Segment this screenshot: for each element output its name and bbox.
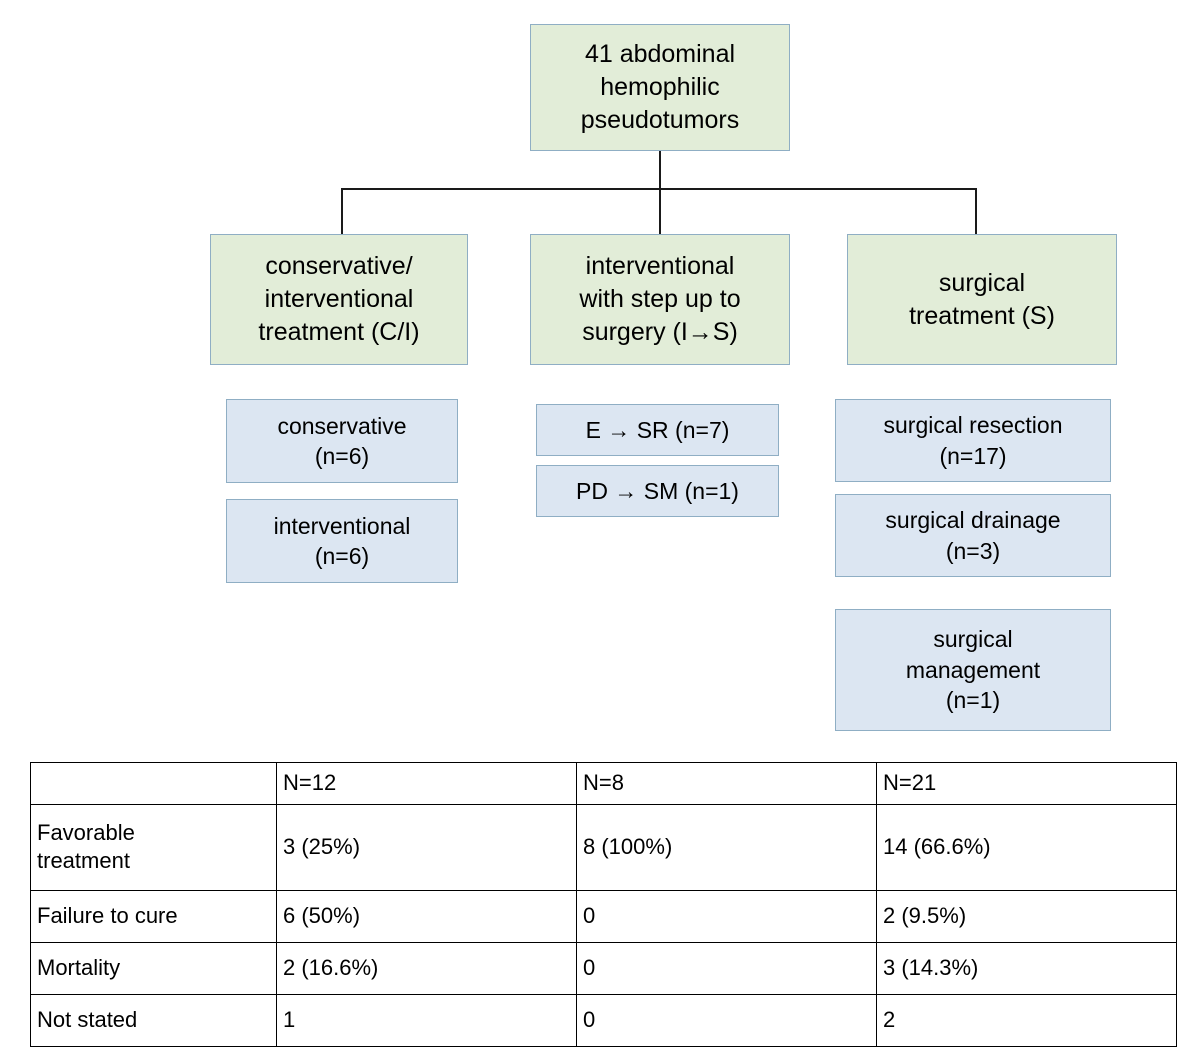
node-branch-conservative-interventional: conservative/ interventional treatment (… — [210, 234, 468, 365]
table-cell-mortality-ci: 2 (16.6%) — [276, 941, 577, 995]
table-row-label-failure-to-cure: Failure to cure — [30, 889, 277, 943]
table-cell-not-stated-is: 0 — [576, 993, 877, 1047]
table-row-label-favorable-treatment: Favorable treatment — [30, 803, 277, 891]
table-cell-not-stated-s: 2 — [876, 993, 1177, 1047]
table-row: Not stated 1 0 2 — [30, 993, 1177, 1047]
table-cell-mortality-s: 3 (14.3%) — [876, 941, 1177, 995]
connector-root-stem — [659, 151, 661, 189]
table-cell-failure-ci: 6 (50%) — [276, 889, 577, 943]
table-row: Mortality 2 (16.6%) 0 3 (14.3%) — [30, 941, 1177, 995]
node-conservative: conservative (n=6) — [226, 399, 458, 483]
table-row: Failure to cure 6 (50%) 0 2 (9.5%) — [30, 889, 1177, 943]
table-row-label-mortality: Mortality — [30, 941, 277, 995]
node-surgical-management: surgical management (n=1) — [835, 609, 1111, 731]
connector-drop-middle — [659, 188, 661, 234]
node-pd-to-sm: PD → SM (n=1) — [536, 465, 779, 517]
table-header-col-3: N=21 — [876, 762, 1177, 805]
table-cell-favorable-s: 14 (66.6%) — [876, 803, 1177, 891]
outcomes-table: N=12 N=8 N=21 Favorable treatment 3 (25%… — [30, 762, 1177, 1047]
table-cell-mortality-is: 0 — [576, 941, 877, 995]
node-root-total-pseudotumors: 41 abdominal hemophilic pseudotumors — [530, 24, 790, 151]
table-row: Favorable treatment 3 (25%) 8 (100%) 14 … — [30, 803, 1177, 891]
table-cell-not-stated-ci: 1 — [276, 993, 577, 1047]
node-surgical-resection: surgical resection (n=17) — [835, 399, 1111, 482]
connector-drop-right — [975, 188, 977, 234]
table-header-row: N=12 N=8 N=21 — [30, 762, 1177, 805]
table-row-label-not-stated: Not stated — [30, 993, 277, 1047]
table-header-col-1: N=12 — [276, 762, 577, 805]
node-interventional: interventional (n=6) — [226, 499, 458, 583]
table-cell-favorable-is: 8 (100%) — [576, 803, 877, 891]
table-header-blank-cell — [30, 762, 277, 805]
table-cell-failure-s: 2 (9.5%) — [876, 889, 1177, 943]
node-branch-surgical-treatment: surgical treatment (S) — [847, 234, 1117, 365]
node-surgical-drainage: surgical drainage (n=3) — [835, 494, 1111, 577]
node-e-to-sr: E → SR (n=7) — [536, 404, 779, 456]
connector-drop-left — [341, 188, 343, 234]
table-header-col-2: N=8 — [576, 762, 877, 805]
table-cell-favorable-ci: 3 (25%) — [276, 803, 577, 891]
node-branch-interventional-step-up: interventional with step up to surgery (… — [530, 234, 790, 365]
table-cell-failure-is: 0 — [576, 889, 877, 943]
